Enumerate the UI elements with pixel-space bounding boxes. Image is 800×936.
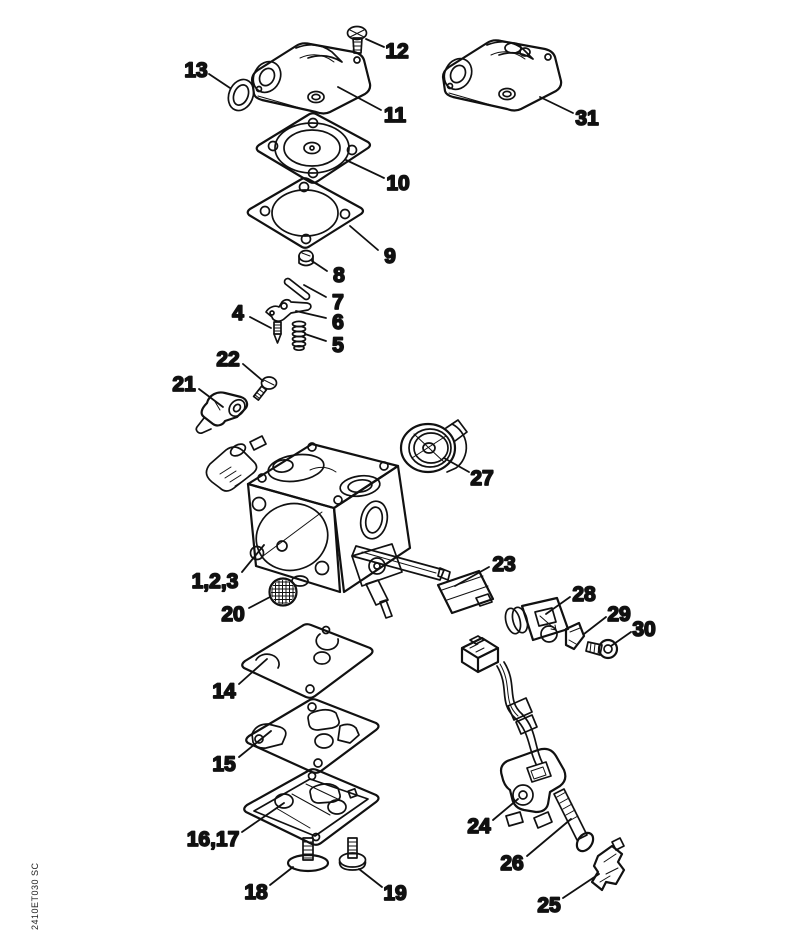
callout-label-28: 28 bbox=[572, 583, 596, 606]
part-screw-22-art bbox=[252, 376, 278, 401]
callout-label-6: 6 bbox=[332, 311, 344, 334]
part-inlet-needle-4-art bbox=[273, 321, 282, 344]
callout-label-8: 8 bbox=[333, 264, 345, 287]
callout-label-7: 7 bbox=[332, 291, 344, 314]
part-lever-pin-7-art bbox=[283, 277, 311, 301]
leader-line-7 bbox=[303, 284, 327, 298]
leader-line-22 bbox=[242, 363, 264, 382]
callout-label-20: 20 bbox=[221, 603, 244, 626]
callout-label-24: 24 bbox=[467, 815, 491, 838]
part-o-ring-13-art bbox=[227, 78, 255, 112]
part-screw-18-art bbox=[286, 837, 330, 873]
callout-label-11: 11 bbox=[384, 104, 407, 127]
part-pump-gasket-9-art bbox=[246, 177, 365, 249]
callout-label-29: 29 bbox=[607, 603, 630, 626]
callout-label-25: 25 bbox=[537, 894, 561, 917]
callout-label-22: 22 bbox=[216, 348, 239, 371]
part-screw-12-art bbox=[346, 25, 368, 54]
leader-line-21 bbox=[198, 388, 224, 408]
leader-line-29 bbox=[583, 616, 607, 635]
callout-label-23: 23 bbox=[492, 553, 515, 576]
leader-line-5 bbox=[304, 333, 327, 342]
leader-line-25 bbox=[562, 873, 600, 899]
part-pump-cover-11-art bbox=[250, 42, 372, 115]
callout-label-9: 9 bbox=[384, 245, 396, 268]
part-pump-diaphragm-10-art bbox=[255, 112, 372, 184]
part-spring-5-art bbox=[291, 320, 307, 352]
leader-line-9 bbox=[349, 225, 379, 251]
leader-line-4 bbox=[249, 316, 272, 329]
callout-label-21: 21 bbox=[172, 373, 196, 396]
callout-label-19: 19 bbox=[383, 882, 406, 905]
callout-label-31: 31 bbox=[575, 107, 599, 130]
leader-line-1-2-3 bbox=[241, 544, 265, 573]
part-air-guide-cap-27-art bbox=[399, 419, 468, 474]
leader-line-11 bbox=[337, 86, 382, 111]
part-carburetor-body-art bbox=[205, 435, 451, 619]
leader-line-28 bbox=[545, 596, 571, 615]
callout-label-12: 12 bbox=[385, 40, 408, 63]
callout-label-30: 30 bbox=[632, 618, 655, 641]
leader-line-18 bbox=[269, 866, 294, 886]
part-swivel-bracket-21-art bbox=[195, 391, 249, 434]
callout-label-18: 18 bbox=[244, 881, 268, 904]
leader-line-15 bbox=[238, 730, 272, 758]
leader-line-10 bbox=[345, 159, 385, 179]
leader-line-23 bbox=[454, 566, 490, 587]
part-sleeve-23-art bbox=[436, 569, 495, 615]
leader-line-19 bbox=[358, 868, 383, 888]
callout-label-26: 26 bbox=[500, 852, 523, 875]
callout-label-16-17: 16,17 bbox=[187, 828, 240, 851]
callout-label-27: 27 bbox=[470, 467, 493, 490]
callout-label-10: 10 bbox=[386, 172, 409, 195]
part-metering-gasket-15-art bbox=[245, 698, 380, 774]
callout-label-15: 15 bbox=[212, 753, 236, 776]
part-screw-19-art bbox=[338, 837, 367, 871]
part-clip-29-art bbox=[564, 621, 586, 651]
callout-label-4: 4 bbox=[232, 302, 244, 325]
leader-line-30 bbox=[610, 631, 632, 647]
leader-line-12 bbox=[365, 38, 385, 48]
part-screw-8-art bbox=[298, 249, 314, 267]
part-inlet-screen-20-art bbox=[268, 577, 298, 607]
leader-line-20 bbox=[248, 596, 271, 609]
part-screw-26-art bbox=[553, 788, 595, 853]
leader-line-26 bbox=[526, 818, 572, 857]
part-switch-lever-25-art bbox=[590, 837, 626, 892]
part-pump-cover-31-art bbox=[437, 39, 563, 112]
leader-line-27 bbox=[443, 457, 470, 473]
part-metering-diaphragm-14-art bbox=[241, 623, 374, 699]
leader-line-13 bbox=[208, 73, 231, 89]
part-metering-lever-6-art bbox=[265, 298, 312, 323]
callout-label-1-2-3: 1,2,3 bbox=[192, 570, 239, 593]
part-end-cover-16-17-art bbox=[243, 768, 380, 846]
leader-line-14 bbox=[238, 658, 268, 685]
callout-label-13: 13 bbox=[184, 59, 207, 82]
callout-label-5: 5 bbox=[332, 334, 344, 357]
part-harness-24-art bbox=[460, 635, 567, 829]
leader-line-31 bbox=[539, 96, 574, 114]
part-screw-30-art bbox=[585, 638, 619, 660]
drawing-number: 2410ET030 SC bbox=[30, 862, 40, 930]
leader-line-6 bbox=[295, 310, 327, 319]
leader-line-24 bbox=[492, 798, 519, 821]
leader-line-16-17 bbox=[241, 802, 285, 833]
callout-label-14: 14 bbox=[212, 680, 236, 703]
leader-line-8 bbox=[311, 260, 328, 272]
